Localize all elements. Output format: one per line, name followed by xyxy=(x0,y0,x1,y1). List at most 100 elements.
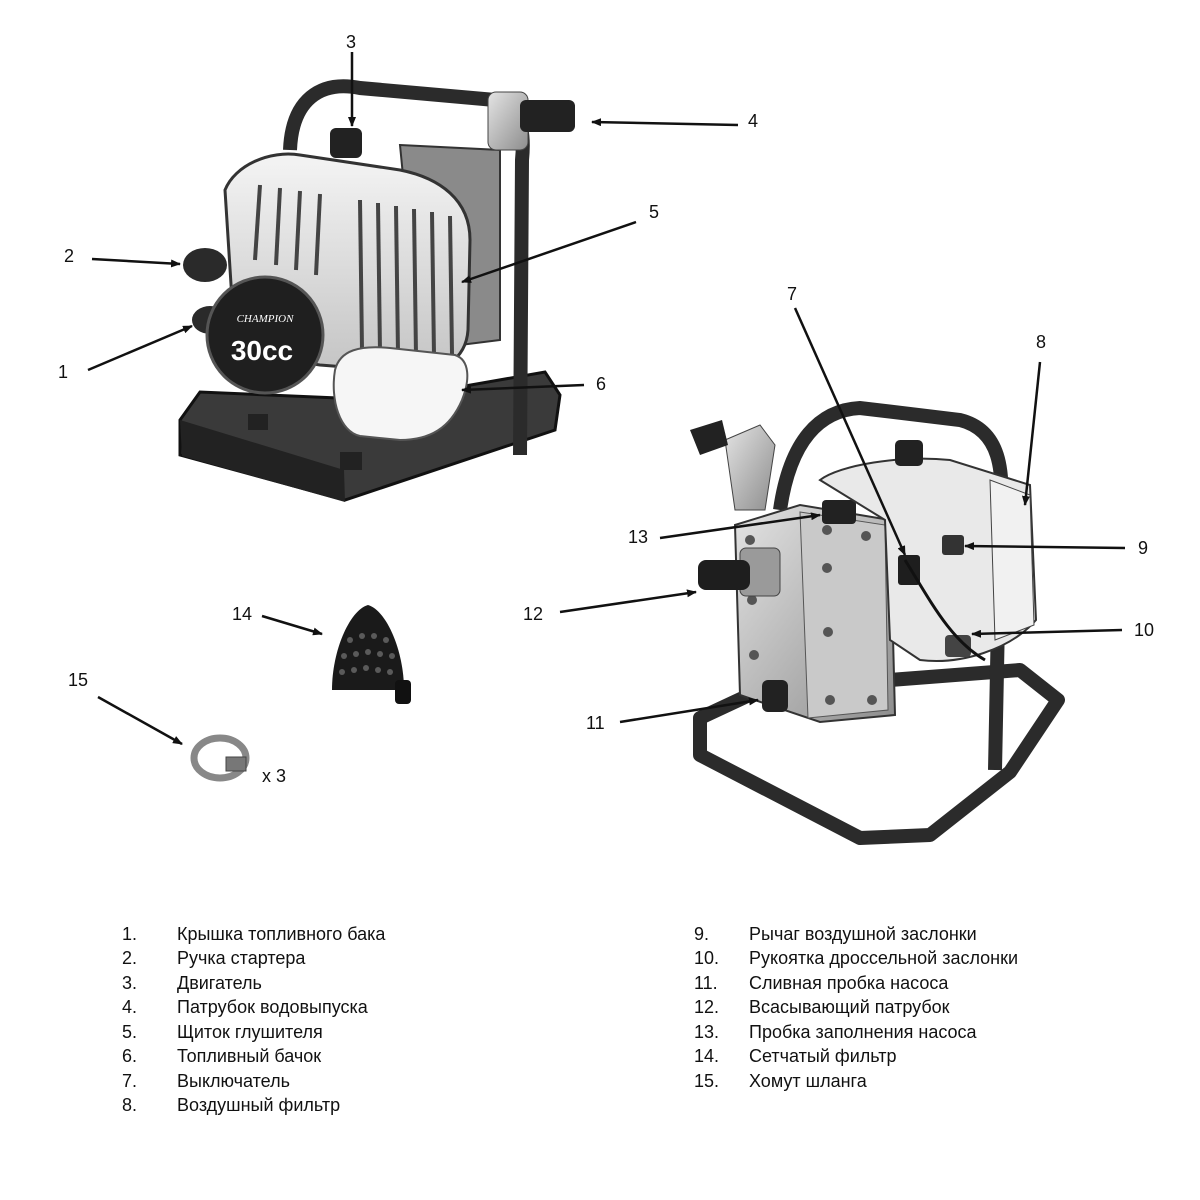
legend-text: Выключатель xyxy=(177,1070,290,1091)
hose-clamp xyxy=(190,734,250,782)
legend-number: 12. xyxy=(694,997,720,1018)
foot xyxy=(340,452,362,470)
legend-number: 2. xyxy=(122,948,138,969)
callout-8: 8 xyxy=(1036,332,1046,352)
legend-number: 8. xyxy=(122,1095,138,1116)
legend-text: Патрубок водовыпуска xyxy=(177,997,368,1018)
legend-number: 5. xyxy=(122,1021,138,1042)
legend-number: 14. xyxy=(694,1046,720,1067)
air-filter xyxy=(989,479,1035,641)
legend-item: 6. Топливный бачок xyxy=(122,1045,385,1070)
callout-4: 4 xyxy=(748,111,758,131)
legend-text: Рычаг воздушной заслонки xyxy=(749,923,977,944)
arrow-4 xyxy=(591,118,739,127)
arrow-8 xyxy=(1021,361,1042,506)
callout-15: 15 xyxy=(68,670,88,690)
pump-cover-plate xyxy=(799,511,889,719)
legend-text: Всасывающий патрубок xyxy=(749,997,950,1018)
legend-left-column: 1.Крышка топливного бака 2. Ручка стартер… xyxy=(122,922,385,1118)
arrow-1 xyxy=(87,324,193,372)
arrow-10 xyxy=(971,628,1123,638)
badge-brand: CHAMPION xyxy=(237,313,294,325)
callout-1: 1 xyxy=(58,362,68,382)
callout-11: 11 xyxy=(586,713,605,733)
engine-block xyxy=(818,457,1038,662)
choke-lever xyxy=(942,535,964,555)
callout-9: 9 xyxy=(1138,538,1148,558)
cover-bolts xyxy=(745,525,877,705)
pump-rear-view xyxy=(690,400,1065,845)
arrow-12 xyxy=(559,589,697,614)
legend-right-column: 9. Рычаг воздушной заслонки 10. Рукоятка д… xyxy=(694,922,1018,1094)
filler-plug xyxy=(822,500,856,524)
legend-item: 11. Сливная пробка насоса xyxy=(694,971,1018,996)
callout-7: 7 xyxy=(787,284,797,304)
starter-recoil-cover xyxy=(205,275,325,395)
inlet-nozzle xyxy=(698,560,750,590)
legend-item: 7.Выключатель xyxy=(122,1069,385,1094)
callout-12: 12 xyxy=(523,604,543,624)
legend-item: 15. Хомут шланга xyxy=(694,1069,1018,1094)
legend-item: 9. Рычаг воздушной заслонки xyxy=(694,922,1018,947)
legend-text: Сетчатый фильтр xyxy=(749,1046,897,1067)
engine-top-knob xyxy=(895,440,923,466)
legend-item: 8. Воздушный фильтр xyxy=(122,1094,385,1119)
legend-text: Ручка стартера xyxy=(177,948,306,969)
legend-item: 14. Сетчатый фильтр xyxy=(694,1045,1018,1070)
arrow-6 xyxy=(461,383,585,394)
legend-number: 13. xyxy=(694,1021,720,1042)
legend-number: 6. xyxy=(122,1046,138,1067)
callout-arrows xyxy=(87,52,1126,746)
pump-front-view: CHAMPION 30cc xyxy=(178,79,575,502)
legend-item: 13. Пробка заполнения насоса xyxy=(694,1020,1018,1045)
callout-13: 13 xyxy=(628,527,648,547)
legend-item: 10. Рукоятка дроссельной заслонки xyxy=(694,947,1018,972)
legend-text: Двигатель xyxy=(177,972,262,993)
fuel-tank xyxy=(332,346,469,442)
legend-text: Хомут шланга xyxy=(749,1070,867,1091)
legend-number: 10. xyxy=(694,948,720,969)
drain-plug xyxy=(762,680,788,712)
base-frame-front xyxy=(180,420,345,502)
legend-number: 9. xyxy=(694,923,710,944)
callout-2: 2 xyxy=(64,246,74,266)
legend-item: 1.Крышка топливного бака xyxy=(122,922,385,947)
arrow-7 xyxy=(793,307,907,556)
arrow-11 xyxy=(619,697,759,724)
legend-number: 15. xyxy=(694,1070,720,1091)
cable xyxy=(903,559,986,662)
legend-item: 3. Двигатель xyxy=(122,971,385,996)
legend-number: 11. xyxy=(694,972,718,993)
arrow-14 xyxy=(261,614,323,636)
engine-top-knob xyxy=(330,128,362,158)
arrow-13 xyxy=(659,512,821,540)
clamp-quantity: x 3 xyxy=(262,766,286,786)
legend-text: Сливная пробка насоса xyxy=(749,972,949,993)
arrow-5 xyxy=(461,220,637,284)
legend-number: 3. xyxy=(122,972,138,993)
strainer-filter xyxy=(332,605,411,704)
legend-number: 1. xyxy=(122,923,138,944)
legend-text: Топливный бачок xyxy=(177,1046,322,1067)
callout-3: 3 xyxy=(346,32,356,52)
callout-10: 10 xyxy=(1134,620,1154,640)
badge-model: 30cc xyxy=(231,335,293,366)
callout-14: 14 xyxy=(232,604,252,624)
foot xyxy=(248,414,268,430)
parts-diagram: CHAMPION 30cc x 3 xyxy=(58,32,1154,845)
outlet-nozzle xyxy=(520,100,575,132)
muffler-guard xyxy=(253,184,454,357)
legend-text: Воздушный фильтр xyxy=(177,1095,341,1116)
outlet-elbow xyxy=(724,424,776,511)
legend-item: 2. Ручка стартера xyxy=(122,947,385,972)
legend-text: Щиток глушителя xyxy=(177,1021,323,1042)
outlet-nozzle xyxy=(690,420,728,455)
legend-text: Рукоятка дроссельной заслонки xyxy=(749,948,1019,969)
legend-item: 4. Патрубок водовыпуска xyxy=(122,996,385,1021)
callout-5: 5 xyxy=(649,202,659,222)
callout-labels: 1 2 3 4 5 6 7 8 9 10 11 12 13 14 15 xyxy=(58,32,1154,733)
legend-text: Пробка заполнения насоса xyxy=(749,1021,977,1042)
legend-item: 5. Щиток глушителя xyxy=(122,1020,385,1045)
legend-number: 4. xyxy=(122,997,138,1018)
arrow-2 xyxy=(91,257,181,268)
